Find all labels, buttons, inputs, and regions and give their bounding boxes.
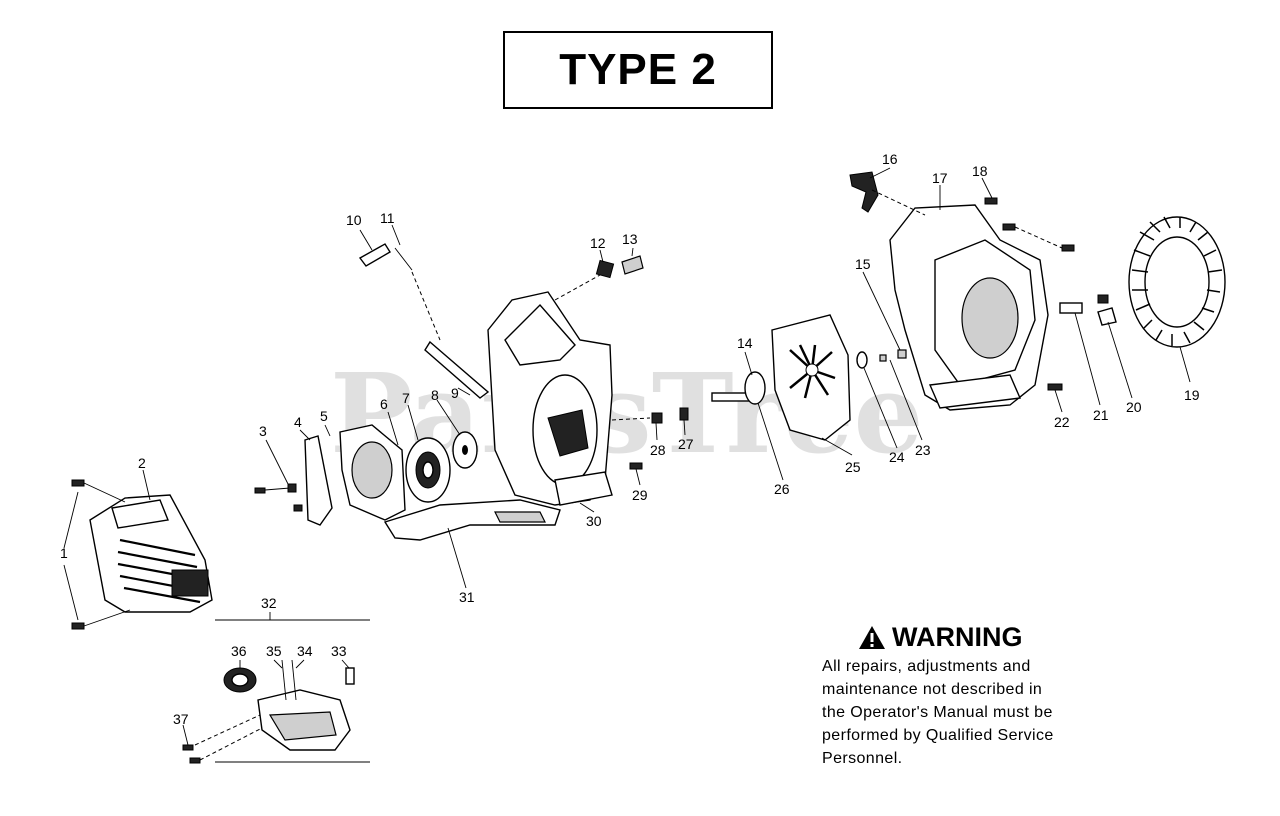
callout-8: 8	[431, 387, 439, 403]
callout-4: 4	[294, 414, 302, 430]
warning-notice: WARNING All repairs, adjustments and mai…	[822, 622, 1142, 770]
screw-part-18	[984, 197, 998, 205]
callout-28: 28	[650, 442, 666, 458]
switch-part	[849, 171, 879, 213]
warning-line: the Operator's Manual must be	[822, 704, 1053, 721]
spacer-part	[744, 371, 766, 405]
grommet-part	[621, 255, 644, 275]
warning-line: performed by Qualified Service	[822, 727, 1054, 744]
screw-part-18b	[1002, 223, 1016, 231]
washer-part-24	[856, 351, 868, 369]
starter-pulley-part	[405, 437, 451, 503]
warning-line: Personnel.	[822, 750, 903, 767]
callout-37: 37	[173, 711, 189, 727]
callout-2: 2	[138, 455, 146, 471]
gasket-part	[304, 435, 333, 526]
diagram-title-box: TYPE 2	[503, 31, 773, 109]
callout-36: 36	[231, 643, 247, 659]
bolt-part-21	[1059, 302, 1083, 314]
callout-labels: 1 2 3 4 5 6 7 8 9 10 11 12 13 14 15 16 1…	[60, 151, 1200, 727]
intake-guard-part	[1128, 216, 1226, 348]
clip-part	[595, 259, 615, 279]
callout-20: 20	[1126, 399, 1142, 415]
callout-15: 15	[855, 256, 871, 272]
callout-22: 22	[1054, 414, 1070, 430]
warning-line: All repairs, adjustments and	[822, 658, 1031, 675]
callout-24: 24	[889, 449, 905, 465]
callout-31: 31	[459, 589, 475, 605]
stud-part	[679, 407, 689, 421]
warning-title: WARNING	[892, 622, 1023, 652]
nut-part-23	[879, 354, 887, 362]
callout-23: 23	[915, 442, 931, 458]
main-housing-part	[487, 274, 613, 506]
callout-35: 35	[266, 643, 282, 659]
callout-11: 11	[380, 210, 395, 226]
nut-part-20b	[1097, 294, 1109, 304]
warning-header: WARNING	[858, 622, 1142, 653]
callout-18: 18	[972, 163, 988, 179]
kit-group-part	[182, 619, 370, 764]
nut-part-20	[1097, 307, 1117, 326]
callout-7: 7	[402, 390, 410, 406]
fan-impeller-part	[771, 314, 851, 441]
starter-housing-part	[339, 424, 406, 521]
callout-29: 29	[632, 487, 648, 503]
nut-part	[651, 412, 663, 424]
warning-text: All repairs, adjustments and maintenance…	[822, 655, 1142, 770]
callout-21: 21	[1093, 407, 1109, 423]
fan-housing-part	[889, 204, 1049, 411]
diagram-title: TYPE 2	[559, 45, 717, 94]
callout-16: 16	[882, 151, 898, 167]
callout-10: 10	[346, 212, 362, 228]
callout-12: 12	[590, 235, 606, 251]
bolt-part-29	[629, 462, 643, 470]
callout-33: 33	[331, 643, 347, 659]
leader-lines	[63, 167, 1191, 746]
callout-27: 27	[678, 436, 694, 452]
callout-19: 19	[1184, 387, 1200, 403]
callout-32: 32	[261, 595, 277, 611]
bolt-part-22	[1047, 383, 1063, 391]
screw-part	[71, 479, 131, 630]
callout-25: 25	[845, 459, 861, 475]
callout-13: 13	[622, 231, 638, 247]
warning-triangle-icon	[859, 626, 885, 649]
callout-3: 3	[259, 423, 267, 439]
callout-17: 17	[932, 170, 948, 186]
warning-line: maintenance not described in	[822, 681, 1043, 698]
callout-9: 9	[451, 385, 459, 401]
throttle-link-part	[358, 243, 490, 399]
callout-26: 26	[774, 481, 790, 497]
handle-part	[383, 499, 561, 541]
engine-cover-part	[89, 494, 213, 613]
bolt-part	[254, 483, 303, 512]
nut-part-15	[897, 349, 907, 359]
callout-6: 6	[380, 396, 388, 412]
callout-14: 14	[737, 335, 753, 351]
callout-34: 34	[297, 643, 313, 659]
callout-1: 1	[60, 545, 68, 561]
screw-part-18c	[1061, 244, 1075, 252]
callout-30: 30	[586, 513, 602, 529]
callout-5: 5	[320, 408, 328, 424]
